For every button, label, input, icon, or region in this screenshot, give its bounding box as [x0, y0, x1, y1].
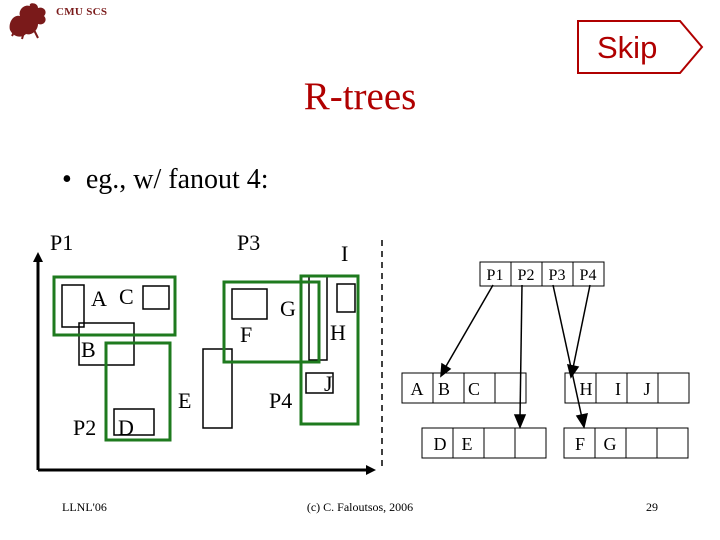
label-c: C — [119, 284, 134, 309]
rect-a — [61, 284, 85, 328]
skip-button[interactable] — [575, 18, 705, 76]
rect-e — [202, 348, 233, 429]
label-p3: P3 — [237, 230, 260, 255]
leaf-entry: H — [580, 379, 593, 399]
rect-j — [305, 372, 334, 394]
skip-label[interactable]: Skip — [597, 30, 658, 65]
pointer-p4-arrow — [572, 284, 591, 369]
footer-venue: LLNL'06 — [62, 500, 107, 514]
rect-c — [142, 285, 170, 310]
leaf-node-hij: H I J — [564, 372, 690, 404]
leaf-entry: B — [438, 379, 450, 399]
label-e: E — [178, 388, 191, 413]
label-g: G — [280, 296, 296, 321]
label-p1: P1 — [50, 230, 73, 255]
label-p2: P2 — [73, 415, 96, 440]
leaf-entry: D — [434, 434, 447, 454]
label-f: F — [240, 322, 252, 347]
leaf-node-abc: A B C — [401, 372, 527, 404]
slide-title: R-trees — [303, 75, 417, 118]
bullet-dot-icon: • — [62, 164, 72, 195]
pointer-p1-arrow — [444, 284, 494, 369]
leaf-node-fg: F G — [563, 427, 689, 459]
mbr-p3 — [222, 280, 321, 364]
page-number: 29 — [646, 500, 658, 514]
root-entry: P3 — [549, 267, 566, 284]
org-label: CMU SCS — [56, 6, 108, 18]
leaf-entry: E — [462, 434, 473, 454]
label-d: D — [118, 415, 134, 440]
pointer-p3-arrow — [552, 284, 583, 419]
leaf-entry: F — [575, 434, 585, 454]
leaf-entry: A — [411, 379, 424, 399]
bullet-item: • eg., w/ fanout 4: — [62, 164, 269, 196]
label-h: H — [330, 320, 346, 345]
label-j: J — [324, 371, 333, 396]
rect-f — [231, 288, 268, 320]
arrowhead-icon — [566, 364, 580, 379]
leaf-entry: I — [615, 379, 621, 399]
y-axis-arrow-icon — [33, 252, 43, 262]
leaf-entry: C — [468, 379, 480, 399]
root-entry: P4 — [580, 267, 597, 284]
mbr-p4 — [299, 274, 360, 426]
rect-i — [336, 283, 356, 313]
label-b: B — [81, 337, 96, 362]
x-axis-arrow-icon — [366, 465, 376, 475]
leaf-node-de: D E — [421, 427, 547, 459]
label-p4: P4 — [269, 388, 292, 413]
rect-d — [113, 408, 155, 436]
arrowhead-icon — [575, 413, 588, 429]
label-i: I — [341, 241, 348, 266]
arrowhead-icon — [440, 362, 452, 378]
arrowhead-icon — [513, 414, 527, 429]
root-entry: P1 — [487, 267, 504, 284]
griffin-icon — [9, 3, 46, 40]
pointer-p2-arrow — [519, 284, 523, 419]
leaf-entry: J — [643, 379, 650, 399]
root-node: P1 P2 P3 P4 — [479, 261, 605, 287]
bullet-text: eg., w/ fanout 4: — [85, 164, 269, 195]
leaf-entry: G — [604, 434, 617, 454]
root-entry: P2 — [518, 267, 535, 284]
label-a: A — [91, 286, 107, 311]
mbr-p2 — [104, 341, 172, 442]
mbr-p1 — [52, 275, 177, 337]
footer-copyright: (c) C. Faloutsos, 2006 — [306, 500, 414, 514]
